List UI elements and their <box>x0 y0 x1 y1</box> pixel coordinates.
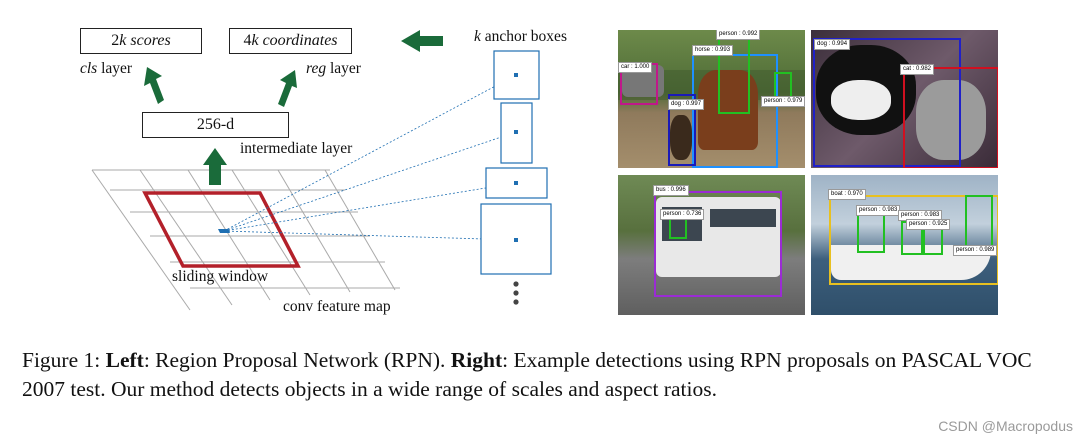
coords-text: k coordinates <box>251 32 338 49</box>
scores-k: 2 <box>111 32 120 49</box>
detection-label: boat : 0.970 <box>828 189 866 200</box>
flow-arrows <box>144 30 443 185</box>
arrow-up-to-intermediate <box>203 148 227 185</box>
reg-layer-label: reg layer <box>306 60 361 77</box>
detection-photo-bus: bus : 0.996 person : 0.736 <box>618 175 805 315</box>
detection-label: horse : 0.993 <box>692 45 734 56</box>
detection-label: person : 0.983 <box>856 205 901 216</box>
detection-label: dog : 0.997 <box>668 99 705 110</box>
conv-feature-map-grid <box>91 169 400 311</box>
detection-label: car : 1.000 <box>618 62 653 73</box>
arrow-from-anchors <box>401 30 443 52</box>
detection-photo-boat: boat : 0.970 person : 0.983 person : 0.9… <box>811 175 998 315</box>
detection-photo-dog-cat: dog : 0.994 cat : 0.982 <box>811 30 998 168</box>
detection-label: person : 0.979 <box>761 96 805 107</box>
intermediate-layer-label: intermediate layer <box>240 140 353 157</box>
detection-label: person : 0.925 <box>906 219 951 230</box>
detection-label: person : 0.992 <box>716 30 761 40</box>
anchor-boxes-title: k anchor boxes <box>474 28 567 45</box>
caption-prefix: Figure 1: <box>22 348 106 372</box>
detection-photo-horses: car : 1.000 person : 0.992 horse : 0.993… <box>618 30 805 168</box>
scores-text: k scores <box>119 32 171 49</box>
caption-left-bold: Left <box>105 348 144 372</box>
arrow-to-reg <box>278 70 297 107</box>
cls-layer-label: cls layer <box>80 60 133 77</box>
sliding-window <box>142 191 301 268</box>
watermark: CSDN @Macropodus <box>938 418 1073 434</box>
detection-label: bus : 0.996 <box>653 185 689 196</box>
sliding-window-label: sliding window <box>172 268 269 285</box>
caption-left-text: : Region Proposal Network (RPN). <box>143 348 451 372</box>
coords-k: 4 <box>243 32 252 49</box>
detection-label: dog : 0.994 <box>814 39 851 50</box>
anchor-projection-lines <box>223 74 517 241</box>
conv-feature-map-label: conv feature map <box>283 298 391 315</box>
caption-right-bold: Right <box>450 348 503 372</box>
rpn-diagram-graphics <box>91 30 552 311</box>
detection-label: person : 0.736 <box>660 209 705 220</box>
detection-label: person : 0.989 <box>953 245 998 256</box>
intermediate-box: 256-d <box>142 112 289 138</box>
caption-right-text: : Example detections using RPN proposals… <box>22 348 1032 401</box>
figure-caption: Figure 1: Left: Region Proposal Network … <box>22 346 1067 404</box>
more-anchors-dots <box>513 281 519 305</box>
arrow-to-cls <box>144 67 164 104</box>
detection-label: cat : 0.982 <box>900 64 935 75</box>
